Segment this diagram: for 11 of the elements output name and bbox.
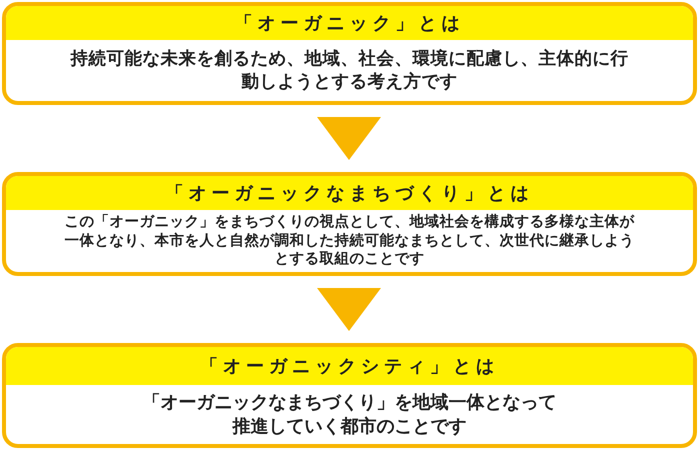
definition-box — [2, 172, 697, 276]
down-arrow — [317, 288, 381, 331]
down-arrow — [317, 117, 381, 160]
box-heading: 「オーガニックシティ」とは — [200, 355, 499, 378]
definition-box — [2, 343, 697, 448]
box-heading: 「オーガニック」とは — [234, 12, 464, 35]
box-description: 「オーガニックなまちづくり」を地域一体となって推進していく都市のことです — [142, 391, 558, 438]
definition-box — [2, 2, 697, 105]
box-description: 持続可能な未来を創るため、地域、社会、環境に配慮し、主体的に行動しようとする考え方です — [70, 48, 630, 94]
box-description: この「オーガニック」をまちづくりの視点として、地域社会を構成する多様な主体が一体となり、本市を人と自然が調和した持続可能なまちとして、次世代に継承しようとする取組のことです — [64, 212, 636, 270]
box-heading: 「オーガニックなまちづくり」とは — [166, 182, 534, 205]
